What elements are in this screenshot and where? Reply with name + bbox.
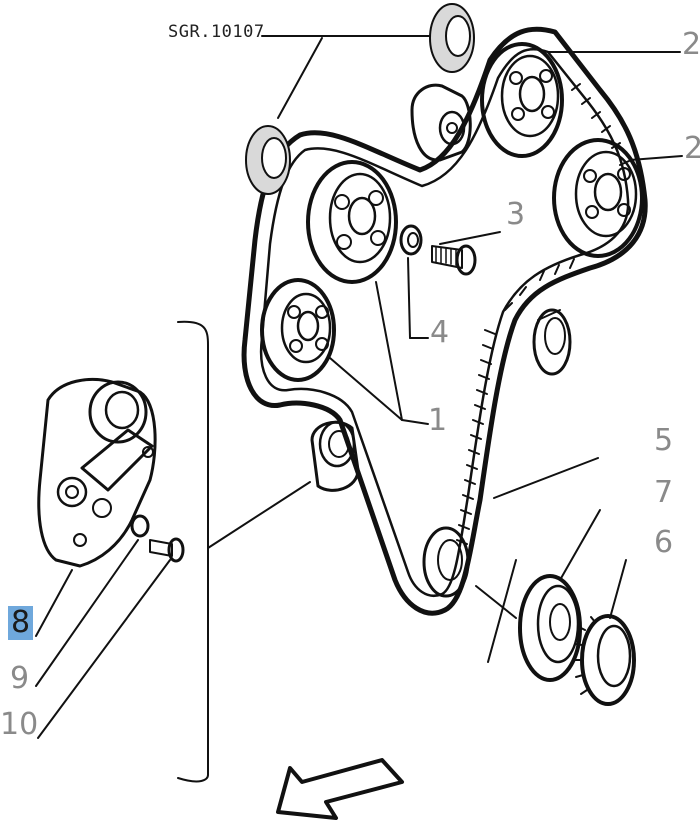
bolt [431,244,477,276]
callout-2-right[interactable]: 2 [684,131,700,166]
belt-tensioner [37,378,157,568]
camshaft-pulley-left [306,160,398,284]
direction-arrow-icon [276,758,404,820]
callout-6[interactable]: 6 [654,525,674,560]
idler-pulley-left [260,278,336,382]
camshaft-pulley-right [552,138,644,258]
idler-roller-top [410,83,472,162]
callout-5[interactable]: 5 [654,423,674,458]
idler-roller-lower [310,420,360,492]
oil-seal-top [429,3,475,73]
callout-4[interactable]: 4 [430,315,450,350]
callout-7[interactable]: 7 [654,475,674,510]
pulley-flange [518,574,582,682]
camshaft-pulley-top [480,42,564,158]
crankshaft-gear [574,614,636,706]
timing-belt [241,26,648,616]
tensioner-washer [130,514,150,538]
callout-1[interactable]: 1 [428,403,448,438]
oil-seal-lower [245,125,291,195]
callout-9[interactable]: 9 [10,661,30,696]
callout-8-selected[interactable]: 8 [8,606,34,640]
group-bracket [177,320,209,783]
reference-code-label: SGR.10107 [168,22,265,42]
crankshaft-sprocket [422,526,470,598]
washer [399,224,423,256]
callout-2-top[interactable]: 2 [682,27,700,62]
tensioner-bolt [149,537,185,563]
leader-lines [35,35,683,739]
idler-roller-right [532,308,572,376]
callout-10[interactable]: 10 [0,707,39,742]
callout-3[interactable]: 3 [506,197,526,232]
